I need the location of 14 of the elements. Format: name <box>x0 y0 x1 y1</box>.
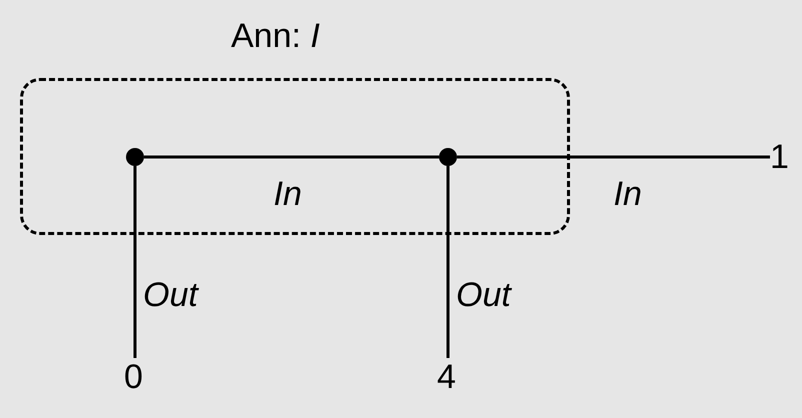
terminal-label: 0 <box>124 358 143 396</box>
junction-dot <box>439 148 457 166</box>
junction-dot <box>126 148 144 166</box>
connector-line <box>457 156 770 158</box>
edge-label: In <box>614 175 642 213</box>
terminal-label: 1 <box>770 138 789 176</box>
edge-label: Out <box>456 276 511 314</box>
edge-label: In <box>274 175 302 213</box>
edge-label: Out <box>143 276 198 314</box>
connector-line <box>446 166 450 358</box>
connector-line <box>144 156 439 158</box>
connector-line <box>134 166 136 358</box>
terminal-label: 4 <box>437 358 456 396</box>
group-title: Ann: I <box>231 17 320 55</box>
